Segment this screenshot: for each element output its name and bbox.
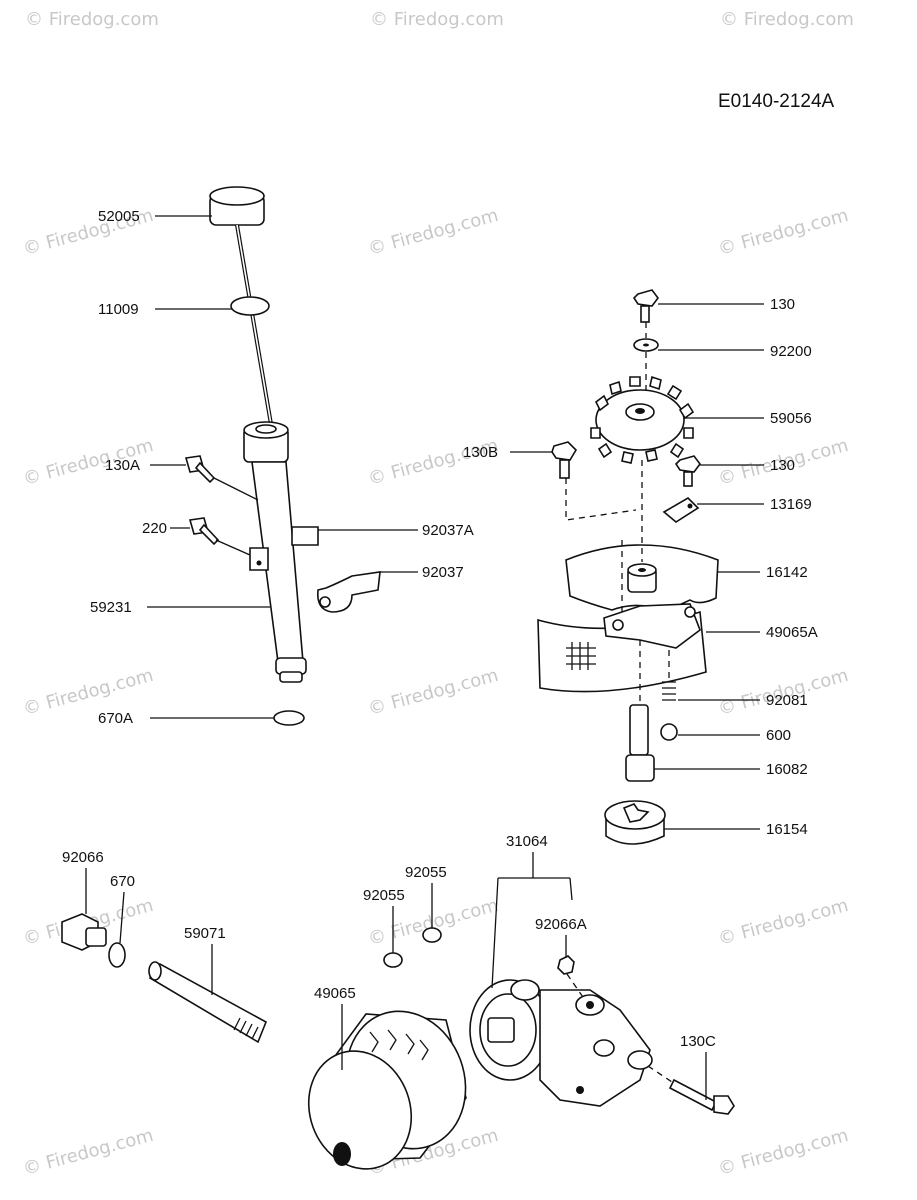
label-49065: 49065 <box>314 985 356 1002</box>
label-59056: 59056 <box>770 410 812 427</box>
watermark: © Firedog.com <box>716 895 851 950</box>
label-670a: 670A <box>98 710 133 727</box>
clamp-92037-shape <box>316 571 381 613</box>
bolt-130c-shape <box>668 1078 718 1112</box>
watermark: © Firedog.com <box>370 9 504 30</box>
watermark: © Firedog.com <box>21 665 156 720</box>
bottom-parts-drawing <box>61 913 735 1170</box>
label-92066: 92066 <box>62 849 104 866</box>
label-220: 220 <box>142 520 167 537</box>
label-130c: 130C <box>680 1033 716 1050</box>
plate-13169-shape <box>662 496 700 523</box>
right-callouts: 130 92200 59056 130B 130 13169 16142 490… <box>463 296 818 838</box>
label-11009: 11009 <box>98 301 139 318</box>
gear-59056-shape <box>590 375 695 464</box>
label-670: 670 <box>110 873 135 890</box>
label-92200: 92200 <box>770 343 812 360</box>
label-92081: 92081 <box>766 692 808 709</box>
label-130-mid: 130 <box>770 457 795 474</box>
label-92037a: 92037A <box>422 522 474 539</box>
plug-92066a-shape <box>557 955 575 975</box>
watermark: © Firedog.com <box>25 9 159 30</box>
ball-600-shape <box>660 723 678 741</box>
pump-body-31064-shape <box>469 979 653 1107</box>
dipstick-assembly-drawing <box>184 186 381 726</box>
bolt-130-top-shape <box>632 289 659 307</box>
watermark: © Firedog.com <box>366 665 501 720</box>
o-ring-92055-b-shape <box>422 927 442 943</box>
label-130-top: 130 <box>770 296 795 313</box>
o-ring-670a-shape <box>273 710 305 726</box>
label-52005: 52005 <box>98 208 140 225</box>
left-callouts: 52005 11009 130A 220 92037A 92037 59231 … <box>90 208 474 727</box>
o-ring-11009-shape <box>230 296 270 316</box>
bolt-130b-shape <box>551 441 578 461</box>
pump-bracket-shape <box>603 603 701 649</box>
watermark: © Firedog.com <box>720 9 854 30</box>
label-92055-b: 92055 <box>405 864 447 881</box>
label-16154: 16154 <box>766 821 808 838</box>
oil-filter-49065-shape <box>307 1010 467 1170</box>
label-16142: 16142 <box>766 564 808 581</box>
watermark: © Firedog.com <box>716 205 851 260</box>
label-130b: 130B <box>463 444 498 461</box>
bolt-130-mid-shape <box>674 455 701 473</box>
o-ring-92055-a-shape <box>383 952 403 968</box>
label-92066a: 92066A <box>535 916 587 933</box>
shaft-16082-shape <box>629 704 649 756</box>
oil-pump-assembly-drawing <box>537 289 719 845</box>
label-92055-a: 92055 <box>363 887 405 904</box>
o-ring-670-shape <box>108 942 126 968</box>
watermark: © Firedog.com <box>21 1125 156 1180</box>
label-130a: 130A <box>105 457 140 474</box>
label-600: 600 <box>766 727 791 744</box>
bottom-callouts: 92066 670 59071 49065 92055 92055 31064 … <box>62 833 716 1100</box>
spring-92081-shape <box>662 681 676 701</box>
label-13169: 13169 <box>770 496 812 513</box>
label-92037: 92037 <box>422 564 464 581</box>
watermark: © Firedog.com <box>366 205 501 260</box>
label-59231: 59231 <box>90 599 132 616</box>
dipstick-cap-top <box>209 186 265 206</box>
watermark: © Firedog.com <box>716 1125 851 1180</box>
label-16082: 16082 <box>766 761 808 778</box>
watermark-layer: © Firedog.com © Firedog.com © Firedog.co… <box>21 9 854 1180</box>
label-49065a: 49065A <box>766 624 818 641</box>
label-59071: 59071 <box>184 925 226 942</box>
document-code: E0140-2124A <box>718 91 835 112</box>
label-31064: 31064 <box>506 833 548 850</box>
